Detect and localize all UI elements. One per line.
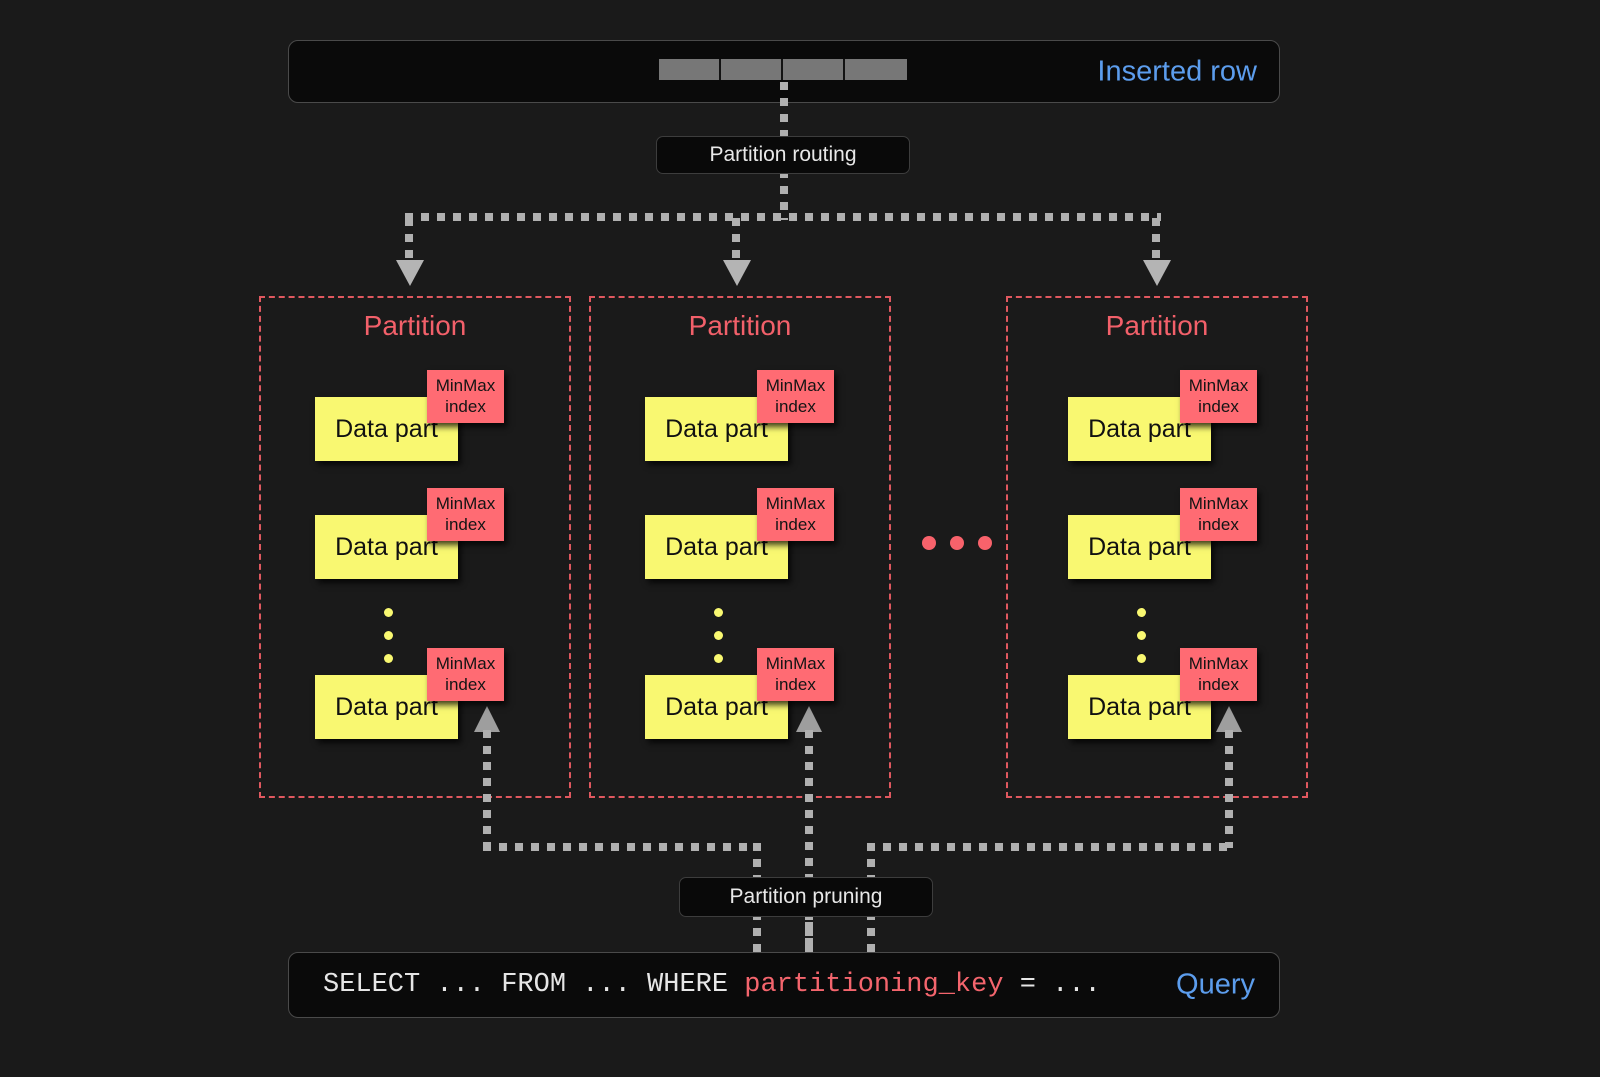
partition-box-2: Partition Data part MinMax index Data pa… [589, 296, 891, 798]
inserted-row-cells [659, 59, 907, 80]
connector-routing-drop-3 [1152, 218, 1160, 264]
arrow-pruning-to-partition-1 [474, 706, 500, 732]
row-cell [783, 59, 845, 80]
connector-pruning-riser-1 [483, 730, 491, 848]
ellipsis-dot [384, 654, 393, 663]
minmax-index: MinMax index [427, 488, 504, 541]
ellipsis-dot [714, 654, 723, 663]
query-partitioning-key: partitioning_key [744, 970, 1004, 1000]
connector-pruning-to-query-2 [805, 912, 813, 956]
inserted-row-label: Inserted row [1097, 55, 1257, 87]
partition-box-3: Partition Data part MinMax index Data pa… [1006, 296, 1308, 798]
partition-pruning-label: Partition pruning [679, 877, 933, 917]
connector-routing-drop-1 [405, 218, 413, 264]
minmax-index: MinMax index [427, 370, 504, 423]
connector-pruning-drop-right [867, 843, 875, 883]
minmax-index-line2: index [775, 514, 816, 534]
ellipsis-dot [714, 631, 723, 640]
minmax-index: MinMax index [1180, 370, 1257, 423]
query-suffix: = ... [1003, 970, 1101, 1000]
minmax-index: MinMax index [1180, 488, 1257, 541]
ellipsis-dot [714, 608, 723, 617]
query-prefix: SELECT ... FROM ... WHERE [323, 970, 745, 1000]
minmax-index-line1: MinMax [1188, 494, 1249, 514]
query-text: SELECT ... FROM ... WHERE partitioning_k… [323, 970, 1101, 1000]
row-cell [659, 59, 721, 80]
minmax-index-line2: index [445, 396, 486, 416]
connector-routing-bus [405, 213, 1161, 221]
ellipsis-dot [1137, 608, 1146, 617]
partition-box-1: Partition Data part MinMax index Data pa… [259, 296, 571, 798]
row-cell [845, 59, 907, 80]
ellipsis-dot [922, 536, 936, 550]
arrow-pruning-to-partition-2 [796, 706, 822, 732]
data-part-ellipsis [714, 608, 723, 677]
row-cell [721, 59, 783, 80]
partition-title: Partition [688, 310, 792, 341]
minmax-index-line1: MinMax [435, 494, 496, 514]
partition-title: Partition [1105, 310, 1209, 341]
minmax-index-line1: MinMax [1188, 654, 1249, 674]
minmax-index-line1: MinMax [435, 654, 496, 674]
arrow-pruning-to-partition-3 [1216, 706, 1242, 732]
minmax-index: MinMax index [757, 648, 834, 701]
data-part-ellipsis [384, 608, 393, 677]
minmax-index-line2: index [1198, 674, 1239, 694]
data-part-ellipsis [1137, 608, 1146, 677]
partition-title: Partition [363, 310, 467, 341]
connector-pruning-riser-3 [1225, 730, 1233, 848]
minmax-index-line1: MinMax [765, 654, 826, 674]
connector-routing-drop-2 [732, 218, 740, 264]
minmax-index-line1: MinMax [765, 376, 826, 396]
ellipsis-dot [950, 536, 964, 550]
connector-row-to-routing [780, 82, 788, 138]
minmax-index-line2: index [1198, 514, 1239, 534]
minmax-index-line2: index [775, 396, 816, 416]
minmax-index-line2: index [445, 674, 486, 694]
connector-routing-down [780, 170, 788, 220]
minmax-index: MinMax index [757, 488, 834, 541]
minmax-index: MinMax index [757, 370, 834, 423]
partition-ellipsis [922, 536, 992, 550]
connector-pruning-drop-left [753, 843, 761, 883]
minmax-index-line2: index [775, 674, 816, 694]
ellipsis-dot [1137, 631, 1146, 640]
connector-pruning-to-query-1 [753, 912, 761, 956]
minmax-index-line1: MinMax [765, 494, 826, 514]
arrow-routing-to-partition-2 [723, 260, 751, 286]
connector-pruning-to-query-3 [867, 912, 875, 956]
query-label: Query [1176, 968, 1255, 1001]
minmax-index: MinMax index [1180, 648, 1257, 701]
minmax-index-line1: MinMax [1188, 376, 1249, 396]
minmax-index-line2: index [1198, 396, 1239, 416]
ellipsis-dot [384, 608, 393, 617]
query-bar: SELECT ... FROM ... WHERE partitioning_k… [288, 952, 1280, 1018]
data-part: Data part [315, 515, 458, 579]
arrow-routing-to-partition-3 [1143, 260, 1171, 286]
ellipsis-dot [978, 536, 992, 550]
arrow-routing-to-partition-1 [396, 260, 424, 286]
ellipsis-dot [1137, 654, 1146, 663]
connector-pruning-bus-left [483, 843, 761, 851]
partition-routing-label: Partition routing [656, 136, 910, 174]
ellipsis-dot [384, 631, 393, 640]
minmax-index: MinMax index [427, 648, 504, 701]
connector-pruning-bus-right [867, 843, 1233, 851]
minmax-index-line2: index [445, 514, 486, 534]
connector-pruning-riser-2 [805, 730, 813, 945]
minmax-index-line1: MinMax [435, 376, 496, 396]
